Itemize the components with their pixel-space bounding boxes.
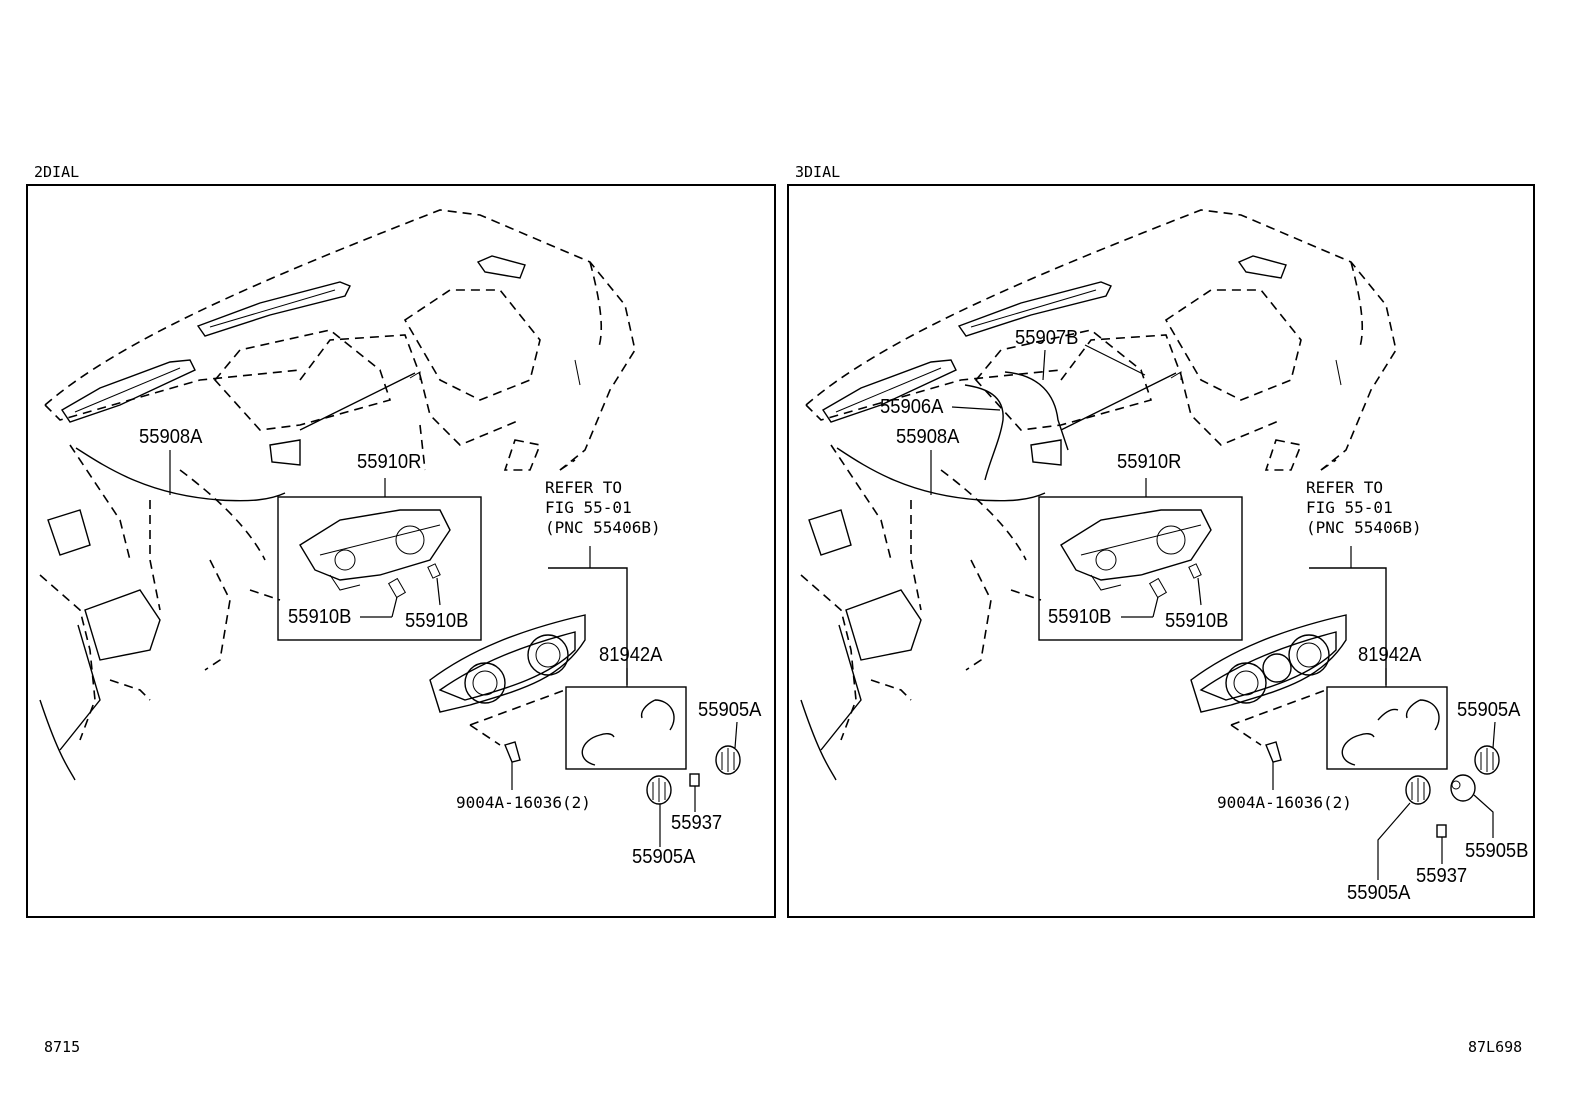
right-label-55905B: 55905B xyxy=(1465,840,1529,862)
right-label-55908A: 55908A xyxy=(896,426,960,448)
right-box-81942A xyxy=(1326,686,1448,770)
right-cable-55906A xyxy=(964,384,1004,481)
right-refer-leader xyxy=(1309,567,1387,685)
right-knob-55905B xyxy=(1450,774,1494,838)
right-refer-note: REFER TO FIG 55-01 (PNC 55406B) xyxy=(1306,478,1422,537)
left-label-55910R: 55910R xyxy=(357,451,422,473)
panel-title-3dial: 3DIAL xyxy=(795,163,841,181)
panel-3dial-frame xyxy=(787,184,1535,918)
left-control-unit xyxy=(299,509,451,599)
left-label-55908A: 55908A xyxy=(139,426,203,448)
left-knob-55905A-top xyxy=(715,721,741,775)
footer-right-code: 87L698 xyxy=(1468,1038,1523,1056)
left-label-55910B-1: 55910B xyxy=(288,606,352,628)
left-part-55937 xyxy=(689,773,700,812)
left-label-55905A-top: 55905A xyxy=(698,699,762,721)
left-label-81942A: 81942A xyxy=(599,644,663,666)
left-screw-9004A xyxy=(504,741,521,790)
panel-title-2dial: 2DIAL xyxy=(34,163,80,181)
right-part-55937 xyxy=(1436,824,1447,864)
left-face-panel xyxy=(429,614,586,713)
right-knob-55905A-bottom xyxy=(1377,775,1431,880)
right-control-unit xyxy=(1060,509,1212,599)
right-knob-55905A-top xyxy=(1474,721,1500,775)
right-label-55905A-top: 55905A xyxy=(1457,699,1521,721)
left-label-55910B-2: 55910B xyxy=(405,610,469,632)
footer-left-code: 8715 xyxy=(44,1038,81,1056)
right-box-55910R xyxy=(1038,496,1243,641)
left-box-55910R xyxy=(277,496,482,641)
right-screw-9004A xyxy=(1265,741,1282,790)
left-label-9004A: 9004A-16036(2) xyxy=(456,793,591,812)
left-refer-leader xyxy=(548,567,628,685)
right-label-55906A: 55906A xyxy=(880,396,944,418)
right-label-55910B-2: 55910B xyxy=(1165,610,1229,632)
right-face-panel xyxy=(1190,614,1347,713)
left-label-55937: 55937 xyxy=(671,812,723,834)
right-label-55905A-bottom: 55905A xyxy=(1347,882,1411,904)
left-label-55905A-bottom: 55905A xyxy=(632,846,696,868)
left-box-81942A xyxy=(565,686,687,770)
right-label-55910R: 55910R xyxy=(1117,451,1182,473)
right-cable-55908A xyxy=(836,447,1046,502)
right-label-9004A: 9004A-16036(2) xyxy=(1217,793,1352,812)
right-label-55907B: 55907B xyxy=(1015,327,1079,349)
panel-2dial-frame xyxy=(26,184,776,918)
right-cable-55907B xyxy=(1004,371,1069,451)
left-cable-55908A xyxy=(75,447,286,502)
right-label-55910B-1: 55910B xyxy=(1048,606,1112,628)
left-knob-55905A-bottom xyxy=(646,775,672,847)
left-refer-note: REFER TO FIG 55-01 (PNC 55406B) xyxy=(545,478,661,537)
right-label-81942A: 81942A xyxy=(1358,644,1422,666)
right-label-55937: 55937 xyxy=(1416,865,1468,887)
